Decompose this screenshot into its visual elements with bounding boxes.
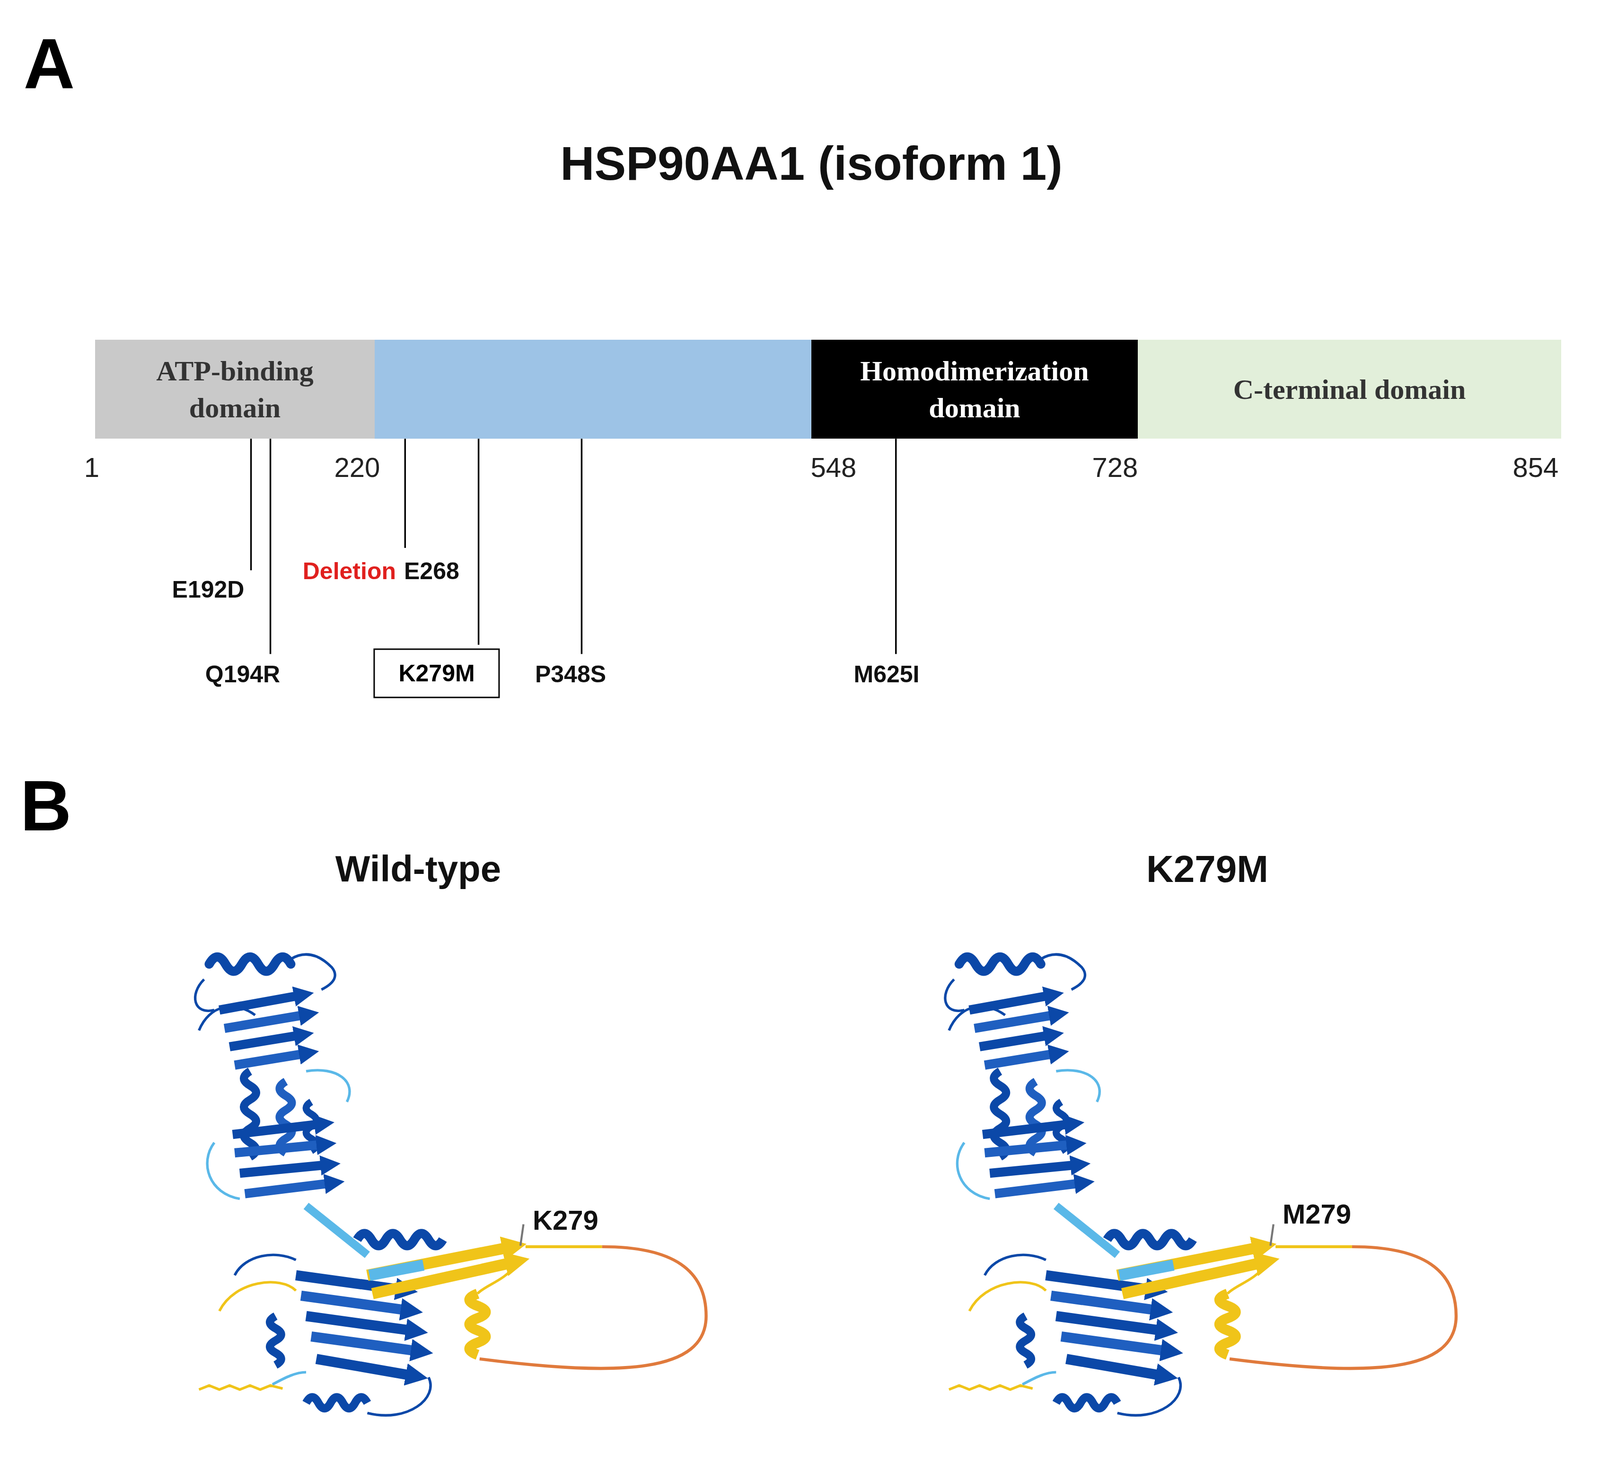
residue-number: 1	[84, 452, 100, 483]
mutation-label: M625I	[853, 661, 920, 688]
mutation-label: K279M	[398, 660, 475, 687]
mutation-label: Q194R	[205, 661, 281, 688]
domain-segment: Homodimerization domain	[811, 339, 1138, 439]
domain-name: C-terminal domain	[1233, 370, 1467, 408]
mutation-label: P348S	[535, 661, 607, 688]
domain-name: ATP-binding domain	[135, 352, 335, 427]
residue-number: 548	[810, 452, 857, 483]
panel-letter: B	[20, 766, 72, 845]
protein-structure	[195, 954, 707, 1416]
residue-label: K279	[532, 1204, 599, 1236]
domain-segment	[374, 339, 812, 439]
mutation-label: E192D	[172, 576, 245, 603]
residue-number: 728	[1092, 452, 1139, 483]
panel-title: K279M	[1146, 848, 1269, 890]
mutation-box: K279M	[373, 648, 500, 699]
residue-label: M279	[1282, 1198, 1352, 1230]
domain-segment: C-terminal domain	[1137, 339, 1562, 439]
panel-letter: A	[23, 24, 75, 103]
deletion-label: Deletion	[302, 558, 396, 585]
domain-segment: ATP-binding domain	[95, 339, 375, 439]
leader-lines	[251, 438, 897, 654]
mutation-label: E268	[404, 558, 460, 585]
residue-number: 854	[1512, 452, 1559, 483]
panel-title: Wild-type	[335, 848, 502, 890]
residue-number: 220	[334, 452, 381, 483]
figure-title: HSP90AA1 (isoform 1)	[560, 137, 1063, 190]
domain-name: Homodimerization domain	[827, 352, 1122, 427]
protein-structure	[945, 954, 1457, 1416]
